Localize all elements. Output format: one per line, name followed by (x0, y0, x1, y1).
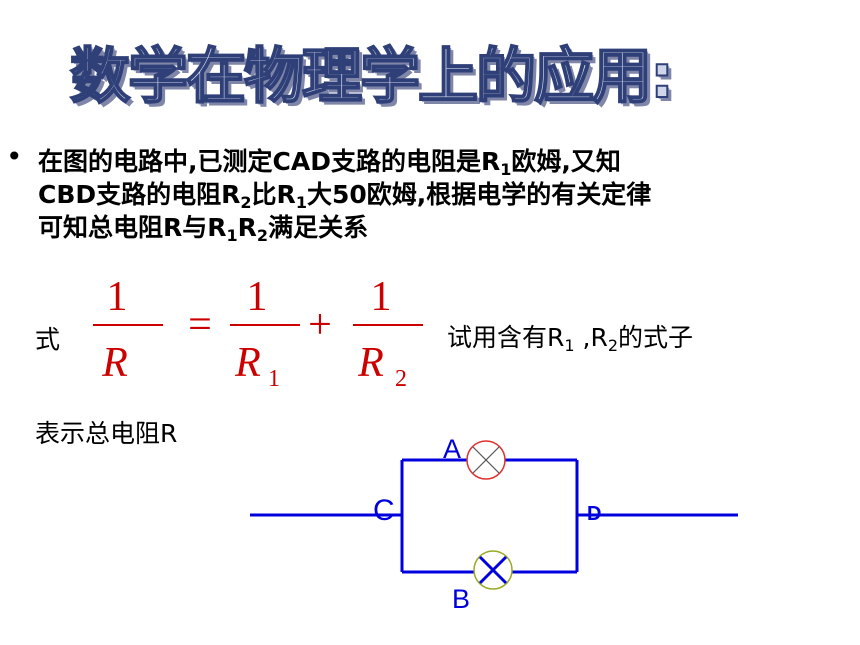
lamp-b-icon (473, 550, 513, 590)
problem-line-3: 可知总电阻R与R1R2满足关系 (38, 213, 369, 245)
r1-denominator: R (234, 340, 261, 386)
label-a: A (443, 434, 461, 464)
lhs-numerator: 1 (107, 274, 128, 320)
formula-prefix: 式 (35, 325, 61, 354)
resistance-formula: 1 R = 1 R 1 + 1 R 2 (93, 274, 423, 392)
r2-subscript: 2 (395, 366, 407, 392)
r2-denominator: R (357, 340, 384, 386)
label-b: B (452, 584, 470, 614)
label-c: C (373, 494, 395, 527)
bullet-marker: • (6, 140, 23, 173)
problem-line-1: 在图的电路中,已测定CAD支路的电阻是R1欧姆,又知 (38, 147, 621, 179)
r1-subscript: 1 (268, 366, 280, 392)
page-title: 数学在物理学上的应用: (69, 41, 675, 113)
lamp-a-icon (466, 440, 506, 480)
equals-sign: = (188, 302, 212, 348)
problem-line-2: CBD支路的电阻R2比R1大50欧姆,根据电学的有关定律 (38, 180, 652, 212)
circuit-diagram: A C D B (250, 434, 738, 614)
lhs-denominator: R (101, 340, 128, 386)
hint-text: 试用含有R1 ,R2的式子 (447, 323, 694, 355)
plus-sign: + (308, 302, 332, 348)
r2-numerator: 1 (371, 274, 392, 320)
problem-text: 在图的电路中,已测定CAD支路的电阻是R1欧姆,又知 CBD支路的电阻R2比R1… (38, 145, 848, 244)
label-d: D (587, 503, 601, 525)
r1-numerator: 1 (247, 274, 268, 320)
represent-text: 表示总电阻R (35, 419, 178, 448)
